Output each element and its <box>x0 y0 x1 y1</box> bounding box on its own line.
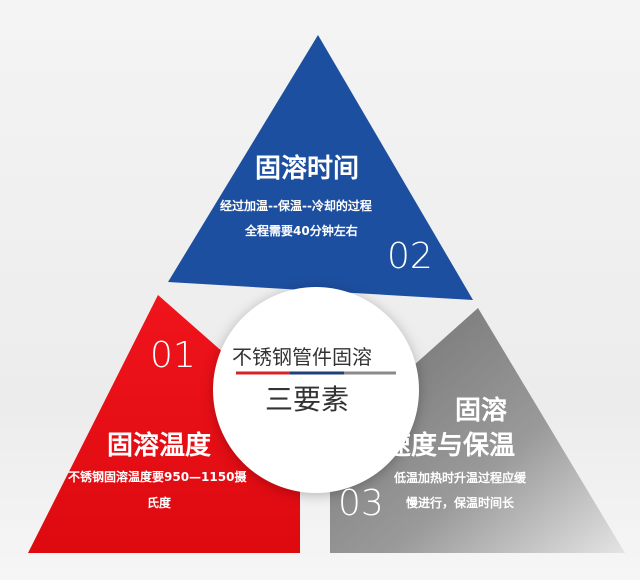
section-01-title: 固溶温度 <box>107 431 212 461</box>
section-03-line1: 低温加热时升温过程应缓 <box>394 471 527 485</box>
section-02-number: 02 <box>387 236 433 277</box>
center-subtitle: 三要素 <box>265 383 350 416</box>
blue-segment <box>168 35 473 300</box>
section-01-number: 01 <box>150 335 196 376</box>
section-01-line1: 不锈钢固溶温度要950—1150摄 <box>68 470 247 484</box>
section-03-number: 03 <box>338 483 384 524</box>
section-01-line2: 氏度 <box>147 496 172 510</box>
center-circle <box>213 287 419 493</box>
section-03-title-line2: 速度与保温 <box>385 431 516 461</box>
gray-segment <box>330 308 625 553</box>
section-02-line1: 经过加温--保温--冷却的过程 <box>220 199 372 213</box>
section-03-line2: 慢进行，保温时间长 <box>406 496 515 510</box>
section-03-title-line1: 固溶 <box>455 396 508 426</box>
section-02-line2: 全程需要40分钟左右 <box>245 224 358 238</box>
section-02-title: 固溶时间 <box>255 154 360 184</box>
red-segment <box>28 295 300 553</box>
center-title: 不锈钢管件固溶 <box>232 345 372 369</box>
